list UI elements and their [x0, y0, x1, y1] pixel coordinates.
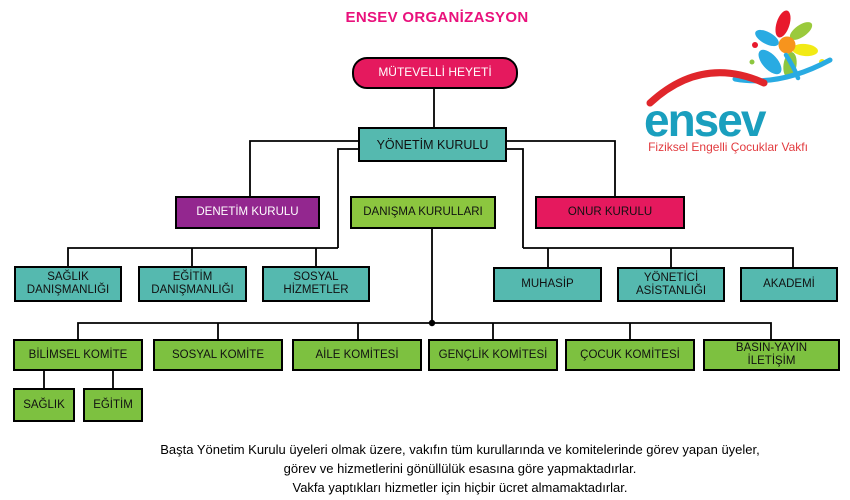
- org-node-label: YÖNETİCİ ASİSTANLIĞI: [635, 271, 707, 297]
- org-node-label: YÖNETİM KURULU: [376, 137, 489, 152]
- org-node-label: BİLİMSEL KOMİTE: [28, 348, 128, 361]
- org-node-saglik: SAĞLIK: [13, 388, 75, 422]
- logo-wordmark: ensev: [644, 94, 767, 146]
- org-node-label: MUHASİP: [521, 278, 574, 291]
- org-node-label: AİLE KOMİTESİ: [315, 348, 399, 361]
- flower-leaf-swoosh: [732, 57, 833, 84]
- org-node-cocuk-komitesi: ÇOCUK KOMİTESİ: [565, 339, 695, 371]
- footer-line-3: Vakfa yaptıkları hizmetler için hiçbir ü…: [292, 480, 628, 495]
- org-node-denetim-kurulu: DENETİM KURULU: [175, 196, 320, 229]
- org-node-mutevelli-heyeti: MÜTEVELLİ HEYETİ: [352, 57, 518, 89]
- org-node-muhasip: MUHASİP: [493, 267, 602, 302]
- footer-note: Başta Yönetim Kurulu üyeleri olmak üzere…: [75, 440, 845, 497]
- org-node-sosyal-hizmetler: SOSYAL HİZMETLER: [262, 266, 370, 302]
- org-node-egitim: EĞİTİM: [83, 388, 143, 422]
- footer-line-2: görev ve hizmetlerini gönüllülük esasına…: [283, 461, 637, 476]
- org-node-yonetici-asistanligi: YÖNETİCİ ASİSTANLIĞI: [617, 267, 725, 302]
- org-node-basin-yayin-iletisim: BASIN-YAYIN İLETİŞİM: [703, 339, 840, 371]
- org-node-label: MÜTEVELLİ HEYETİ: [378, 65, 492, 80]
- org-node-label: AKADEMİ: [763, 278, 815, 291]
- org-node-label: ONUR KURULU: [567, 206, 653, 219]
- org-node-aile-komitesi: AİLE KOMİTESİ: [292, 339, 422, 371]
- junction-dot: [428, 319, 436, 327]
- org-node-genclik-komitesi: GENÇLİK KOMİTESİ: [428, 339, 558, 371]
- org-node-label: EĞİTİM: [93, 398, 133, 411]
- org-node-label: SAĞLIK DANIŞMANLIĞI: [26, 271, 110, 296]
- org-node-label: SOSYAL HİZMETLER: [283, 271, 349, 296]
- org-node-onur-kurulu: ONUR KURULU: [535, 196, 685, 229]
- page-title: ENSEV ORGANİZASYON: [345, 9, 529, 26]
- ensev-logo: ensev Fiziksel Engelli Çocuklar Vakfı: [644, 10, 833, 154]
- footer-line-1: Başta Yönetim Kurulu üyeleri olmak üzere…: [160, 442, 760, 457]
- org-node-yonetim-kurulu: YÖNETİM KURULU: [358, 127, 507, 162]
- org-node-saglik-danismanligi: SAĞLIK DANIŞMANLIĞI: [14, 266, 122, 302]
- flower-center: [778, 36, 796, 54]
- org-node-label: SAĞLIK: [23, 398, 65, 411]
- logo-flower-icon: [732, 10, 833, 84]
- org-node-label: DANIŞMA KURULLARI: [363, 206, 483, 219]
- org-node-sosyal-komite: SOSYAL KOMİTE: [153, 339, 283, 371]
- org-node-label: GENÇLİK KOMİTESİ: [438, 348, 548, 361]
- org-node-label: BASIN-YAYIN İLETİŞİM: [735, 342, 808, 367]
- flower-dot-red: [752, 42, 758, 48]
- logo-arc: [646, 69, 768, 107]
- flower-stem: [783, 52, 801, 81]
- org-node-akademi: AKADEMİ: [740, 267, 838, 302]
- org-node-label: ÇOCUK KOMİTESİ: [580, 348, 680, 361]
- logo-tagline: Fiziksel Engelli Çocuklar Vakfı: [648, 140, 808, 154]
- flower-petals: [755, 10, 818, 78]
- org-node-egitim-danismanligi: EĞİTİM DANIŞMANLIĞI: [138, 266, 247, 302]
- org-node-bilimsel-komite: BİLİMSEL KOMİTE: [13, 339, 143, 371]
- org-node-label: EĞİTİM DANIŞMANLIĞI: [151, 271, 234, 296]
- org-node-label: DENETİM KURULU: [196, 206, 299, 219]
- org-node-danisma-kurullari: DANIŞMA KURULLARI: [350, 196, 496, 229]
- org-node-label: SOSYAL KOMİTE: [171, 348, 265, 361]
- flower-dot-green: [749, 59, 755, 65]
